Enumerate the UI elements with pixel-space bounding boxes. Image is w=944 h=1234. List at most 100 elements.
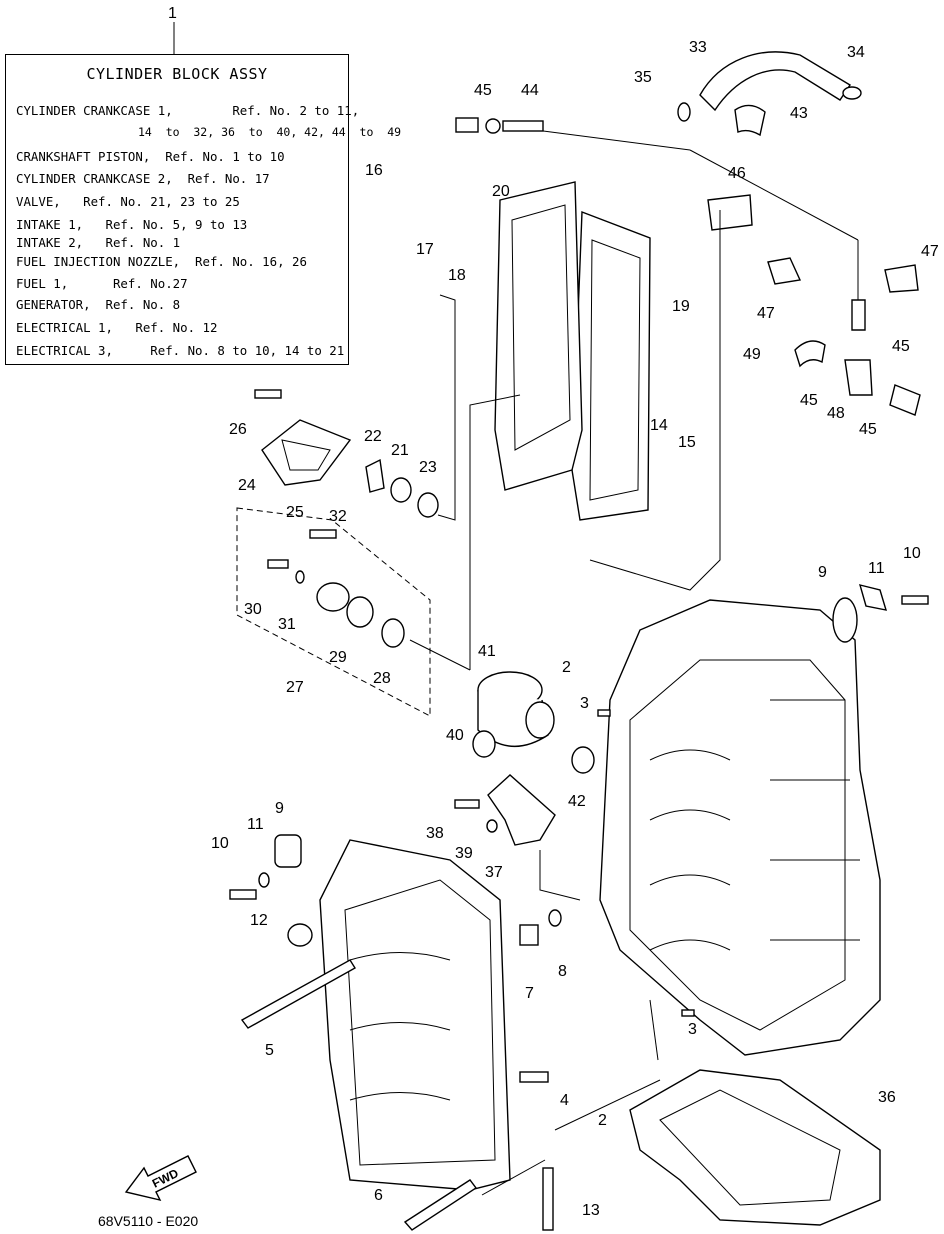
clip-46 xyxy=(707,194,753,231)
callout-24: 24 xyxy=(238,477,256,494)
gasket-25 xyxy=(281,439,331,471)
bolt-10-right xyxy=(901,595,929,605)
leader-37 xyxy=(539,850,581,901)
bushing-28 xyxy=(381,618,405,648)
crankcase-left xyxy=(319,839,511,1191)
long-bolt-5 xyxy=(240,959,356,1029)
callout-45c: 45 xyxy=(800,392,818,409)
legend-line-5: VALVE, Ref. No. 21, 23 to 25 xyxy=(16,194,240,209)
callout-27: 27 xyxy=(286,679,304,696)
callout-28: 28 xyxy=(373,670,391,687)
callout-9b: 9 xyxy=(818,564,827,581)
callout-45b: 45 xyxy=(892,338,910,355)
legend-line-8: FUEL INJECTION NOZZLE, Ref. No. 16, 26 xyxy=(16,254,307,269)
callout-39: 39 xyxy=(455,845,473,862)
bolt-4 xyxy=(519,1071,549,1083)
callout-46: 46 xyxy=(728,165,746,182)
bolt-10-left xyxy=(229,889,257,900)
callout-3b: 3 xyxy=(688,1021,697,1038)
leader-28 xyxy=(409,639,471,671)
crankcase-inner xyxy=(344,879,496,1166)
callout-11b: 11 xyxy=(868,560,885,577)
hose-end xyxy=(851,299,866,331)
legend-line-6: INTAKE 1, Ref. No. 5, 9 to 13 xyxy=(16,217,248,232)
callout-47b: 47 xyxy=(757,305,775,322)
callout-30: 30 xyxy=(244,601,262,618)
callout-5: 5 xyxy=(265,1042,274,1059)
hose-49 xyxy=(794,340,826,368)
washer-35 xyxy=(677,102,691,122)
leader-group xyxy=(469,394,521,670)
callout-43: 43 xyxy=(790,105,808,122)
leader-44 xyxy=(519,127,691,151)
legend-line-9: FUEL 1, Ref. No.27 xyxy=(16,276,188,291)
pipe-44 xyxy=(502,120,544,132)
callout-7: 7 xyxy=(525,985,534,1002)
block-inner-wall xyxy=(629,659,846,1031)
intake-gasket-inner xyxy=(589,239,641,501)
callout-44: 44 xyxy=(521,82,539,99)
leader-block-top xyxy=(589,210,721,591)
legend-line-12: ELECTRICAL 3, Ref. No. 8 to 10, 14 to 21 xyxy=(16,343,345,358)
callout-26: 26 xyxy=(229,421,247,438)
callout-8: 8 xyxy=(558,963,567,980)
pin-13 xyxy=(542,1167,554,1231)
clip-43 xyxy=(734,104,766,137)
leader-13 xyxy=(481,1159,546,1196)
callout-47a: 47 xyxy=(921,243,939,260)
seal-23 xyxy=(417,492,439,518)
bolt-26 xyxy=(254,389,282,399)
callout-38: 38 xyxy=(426,825,444,842)
callout-45d: 45 xyxy=(859,421,877,438)
callout-45a: 45 xyxy=(474,82,492,99)
bearing-29 xyxy=(346,596,374,628)
group-27-outline xyxy=(236,507,431,717)
bearing-web-1 xyxy=(649,749,731,761)
bracket-37 xyxy=(487,774,556,846)
legend-line-3: CRANKSHAFT PISTON, Ref. No. 1 to 10 xyxy=(16,149,285,164)
oil-filter-face xyxy=(525,701,555,739)
hose-tail xyxy=(889,384,921,416)
callout-16: 16 xyxy=(365,162,383,179)
clip-47b xyxy=(884,264,919,293)
bolt-6 xyxy=(403,1179,478,1231)
legend-box: CYLINDER BLOCK ASSY CYLINDER CRANKCASE 1… xyxy=(5,54,401,365)
callout-42: 42 xyxy=(568,793,586,810)
callout-48: 48 xyxy=(827,405,845,422)
block-ribs xyxy=(770,699,860,941)
callout-35: 35 xyxy=(634,69,652,86)
crankcase-webs xyxy=(349,952,451,1101)
callout-20: 20 xyxy=(492,183,510,200)
legend-line-7: INTAKE 2, Ref. No. 1 xyxy=(16,235,181,250)
fuel-injection-rail xyxy=(494,181,583,491)
legend-line-1: CYLINDER CRANKCASE 1, Ref. No. 2 to 11, xyxy=(16,103,360,118)
washer-39 xyxy=(486,819,498,833)
diagram-code: 68V5110 - E020 xyxy=(98,1213,199,1229)
spring-22 xyxy=(365,458,385,493)
leader-2a xyxy=(554,1079,661,1131)
valve-cover-24 xyxy=(261,419,352,486)
callout-14: 14 xyxy=(650,417,668,434)
leader-2b xyxy=(649,999,659,1061)
bolt-7 xyxy=(519,924,539,946)
legend-title: CYLINDER BLOCK ASSY xyxy=(86,65,268,83)
valve-21 xyxy=(390,477,412,503)
legend-line-10: GENERATOR, Ref. No. 8 xyxy=(16,297,181,312)
callout-12: 12 xyxy=(250,912,268,929)
callout-15: 15 xyxy=(678,434,696,451)
leader-hose xyxy=(689,149,859,241)
gasket-36 xyxy=(629,1069,881,1226)
callout-9a: 9 xyxy=(275,800,284,817)
callout-18: 18 xyxy=(448,267,466,284)
bearing-web-4 xyxy=(649,939,731,951)
bolt-30 xyxy=(267,559,289,569)
washer-11-left xyxy=(258,872,270,888)
legend-line-11: ELECTRICAL 1, Ref. No. 12 xyxy=(16,320,218,335)
callout-40: 40 xyxy=(446,727,464,744)
callout-36: 36 xyxy=(878,1089,896,1106)
callout-22: 22 xyxy=(364,428,382,445)
callout-2b: 2 xyxy=(598,1112,607,1129)
dowel-3a xyxy=(597,709,611,717)
callout-17: 17 xyxy=(416,241,434,258)
